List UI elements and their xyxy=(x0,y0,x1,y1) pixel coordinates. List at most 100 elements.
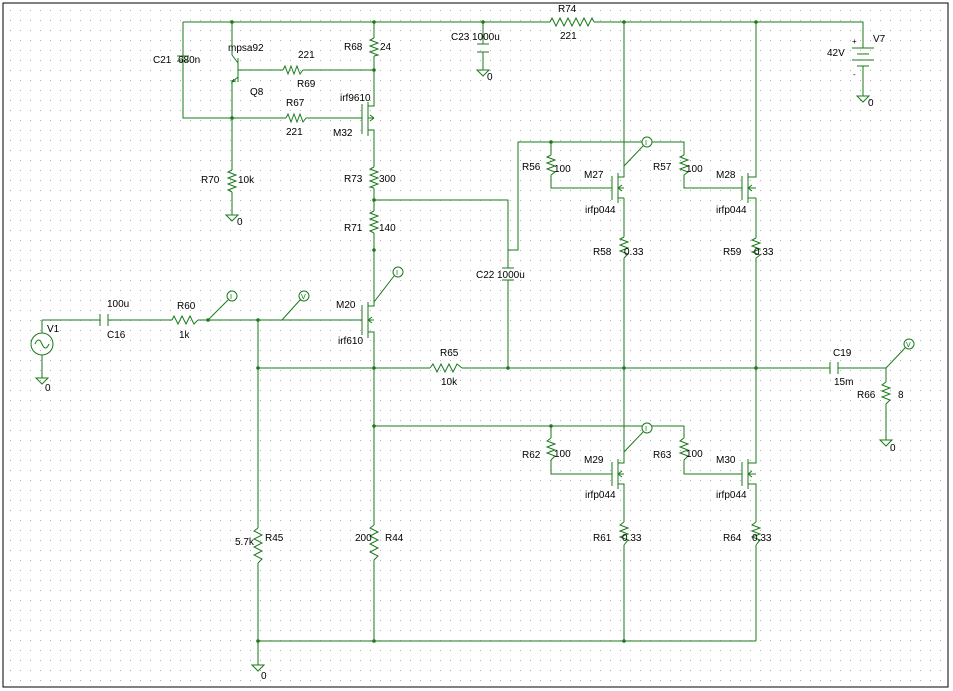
r69-value: 221 xyxy=(298,50,315,61)
transistor-q8[interactable]: mpsa92 Q8 xyxy=(228,43,264,98)
ground-v7: 0 xyxy=(855,84,874,109)
ground-label: 0 xyxy=(237,217,243,228)
r62-ref: R62 xyxy=(522,450,541,461)
r74-ref: R74 xyxy=(558,4,577,15)
current-probe-input-label: I xyxy=(230,293,232,301)
resistor-r58[interactable]: R58 0.33 xyxy=(593,236,644,259)
r73-value: 300 xyxy=(379,174,396,185)
resistor-r57[interactable]: R57 100 xyxy=(653,154,703,176)
resistor-r71[interactable]: R71 140 xyxy=(344,210,396,234)
resistor-r68[interactable]: R68 24 xyxy=(344,37,392,57)
resistor-r74[interactable]: R74 221 xyxy=(549,4,595,42)
r61-value: 0.33 xyxy=(622,533,642,544)
transistor-m20[interactable]: M20 irf610 xyxy=(336,300,375,347)
resistor-r62[interactable]: R62 100 xyxy=(522,437,571,461)
resistor-r69[interactable]: 221 R69 xyxy=(282,50,316,90)
resistor-r60[interactable]: R60 1k xyxy=(171,301,199,341)
r66-value: 8 xyxy=(898,390,904,401)
r57-value: 100 xyxy=(686,164,703,175)
voltage-probe-output[interactable]: V xyxy=(885,338,915,369)
c19-ref: C19 xyxy=(833,348,852,359)
v1-ref: V1 xyxy=(47,324,60,335)
transistor-m28[interactable]: M28 irfp044 xyxy=(716,170,757,216)
r68-ref: R68 xyxy=(344,42,363,53)
current-probe-m29[interactable]: I xyxy=(623,422,653,453)
grid-background xyxy=(4,3,949,687)
current-probe-m27-label: I xyxy=(645,139,647,147)
r57-ref: R57 xyxy=(653,162,672,173)
r67-ref: R67 xyxy=(286,98,305,109)
resistor-r45[interactable]: R45 5.7k xyxy=(235,527,284,564)
r73-ref: R73 xyxy=(344,174,363,185)
m32-model: irf9610 xyxy=(340,93,371,104)
ground-q8: 0 xyxy=(224,213,243,228)
m28-model: irfp044 xyxy=(716,205,747,216)
resistor-r73[interactable]: R73 300 xyxy=(344,166,396,189)
resistor-r64[interactable]: R64 0.33 xyxy=(723,521,772,546)
resistor-r67[interactable]: R67 221 xyxy=(285,98,307,138)
resistor-r44[interactable]: R44 200 xyxy=(355,524,404,561)
resistor-r65[interactable]: R65 10k xyxy=(429,348,463,388)
capacitor-c22[interactable]: C22 1000u xyxy=(476,267,525,281)
resistor-r63[interactable]: R63 100 xyxy=(653,437,703,461)
r63-value: 100 xyxy=(686,449,703,460)
m29-model: irfp044 xyxy=(585,490,616,501)
r64-value: 0.33 xyxy=(752,533,772,544)
r69-ref: R69 xyxy=(297,79,316,90)
wires xyxy=(41,21,887,665)
current-probe-input[interactable]: I xyxy=(207,290,238,321)
c22-value: 1000u xyxy=(497,270,525,281)
capacitor-c16[interactable]: 100u C16 xyxy=(99,299,129,341)
resistor-r59[interactable]: R59 0.33 xyxy=(723,237,774,259)
c21-ref: C21 xyxy=(153,55,172,66)
c19-value: 15m xyxy=(834,377,853,388)
junctions xyxy=(206,20,758,643)
transistor-m30[interactable]: M30 irfp044 xyxy=(716,455,757,501)
r71-value: 140 xyxy=(379,223,396,234)
voltage-source-v1[interactable]: V1 xyxy=(30,324,60,356)
probes: I V I I I V xyxy=(207,136,915,453)
ground-main: 0 xyxy=(250,664,267,682)
r74-value: 221 xyxy=(560,31,577,42)
transistor-m32[interactable]: irf9610 M32 xyxy=(333,92,375,139)
current-probe-m20-label: I xyxy=(396,269,398,277)
r58-ref: R58 xyxy=(593,247,612,258)
m29-ref: M29 xyxy=(584,455,604,466)
c22-ref: C22 xyxy=(476,270,495,281)
m27-model: irfp044 xyxy=(585,205,616,216)
r45-ref: R45 xyxy=(265,533,284,544)
r44-value: 200 xyxy=(355,533,372,544)
ground-c23: 0 xyxy=(475,69,493,83)
r56-ref: R56 xyxy=(522,162,541,173)
ground-r66: 0 xyxy=(878,439,896,454)
capacitor-c19[interactable]: C19 15m xyxy=(829,348,853,388)
current-probe-m20[interactable]: I xyxy=(373,266,404,303)
m27-ref: M27 xyxy=(584,170,604,181)
voltage-probe-input[interactable]: V xyxy=(281,290,310,321)
resistor-r66[interactable]: R66 8 xyxy=(857,381,904,405)
r62-value: 100 xyxy=(554,449,571,460)
c16-ref: C16 xyxy=(107,330,126,341)
r64-ref: R64 xyxy=(723,533,742,544)
c23-value: 1000u xyxy=(472,32,500,43)
transistor-m27[interactable]: M27 irfp044 xyxy=(584,170,625,216)
v7-ref: V7 xyxy=(873,34,886,45)
resistor-r61[interactable]: R61 0.33 xyxy=(593,521,642,546)
m30-model: irfp044 xyxy=(716,490,747,501)
r71-ref: R71 xyxy=(344,223,363,234)
battery-v7[interactable]: V7 42V + - xyxy=(827,34,886,84)
transistor-m29[interactable]: M29 irfp044 xyxy=(584,455,625,501)
capacitor-c23[interactable]: C23 1000u xyxy=(451,32,500,53)
r65-ref: R65 xyxy=(440,348,459,359)
resistor-r70[interactable]: R70 10k xyxy=(201,169,255,193)
v7-plus: + xyxy=(852,37,857,46)
r44-ref: R44 xyxy=(385,533,404,544)
capacitor-c21[interactable]: C21 680n xyxy=(153,55,200,66)
ground-label: 0 xyxy=(45,383,51,394)
current-probe-m27[interactable]: I xyxy=(623,136,653,167)
resistor-r56[interactable]: R56 100 xyxy=(522,154,571,176)
m28-ref: M28 xyxy=(716,170,736,181)
q8-ref: Q8 xyxy=(250,87,264,98)
